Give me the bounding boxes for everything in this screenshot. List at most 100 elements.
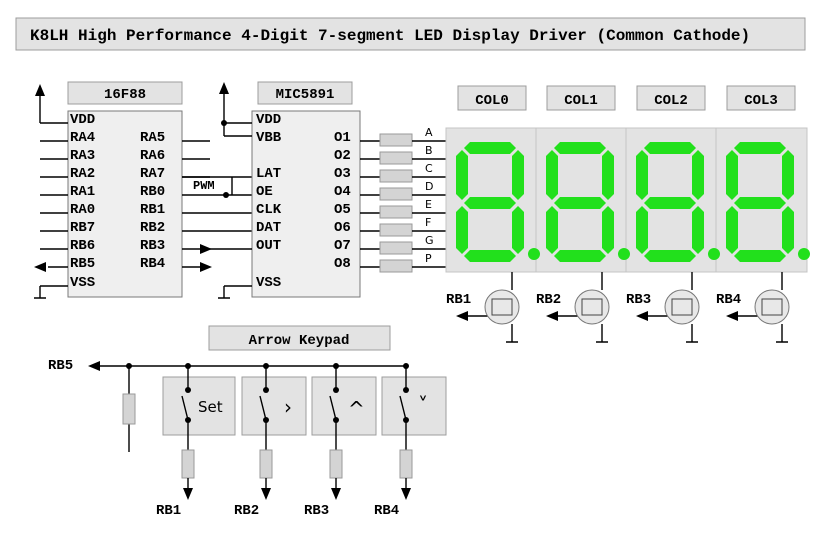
segment-e [456, 206, 468, 254]
driver-pin-o3: O3 [334, 166, 351, 182]
col-label-3: COL3 [744, 93, 778, 109]
col-label-1: COL1 [564, 93, 598, 109]
pullup-resistor [122, 393, 136, 425]
driver-pin-o5: O5 [334, 202, 351, 218]
pic-pin-ra4: RA4 [70, 130, 95, 146]
driver-mic5891: MIC5891 VDD VBB LAT OE CLK DAT OUT VSS O… [251, 81, 361, 298]
segment-label-b: B [425, 144, 433, 157]
pic-pin-rb0: RB0 [140, 184, 165, 200]
segment-dp [798, 248, 810, 260]
pic-pin-vss: VSS [70, 275, 95, 291]
transistor-label-1: RB2 [536, 292, 561, 308]
key-down-label: ˅ [418, 393, 428, 417]
pic-pin-rb4: RB4 [140, 256, 165, 272]
transistor-gate-arrow-icon [726, 311, 738, 321]
key-down[interactable] [381, 376, 447, 436]
pic-pin-rb7: RB7 [70, 220, 95, 236]
rb5-left-arrow-icon [34, 262, 46, 272]
rb4-right-arrow-icon [200, 262, 212, 272]
pic-pin-ra1: RA1 [70, 184, 95, 200]
segment-c [512, 206, 524, 254]
driver-pin-vbb: VBB [256, 130, 282, 146]
segment-label-d: D [425, 180, 433, 193]
segment-d [554, 250, 606, 262]
transistor-label-3: RB4 [716, 292, 741, 308]
segment-dp [708, 248, 720, 260]
keypad-input-label: RB5 [48, 358, 73, 374]
segment-e [726, 206, 738, 254]
segment-b [512, 150, 524, 200]
driver-pin-out: OUT [256, 238, 281, 254]
key-right-label: › [284, 395, 292, 419]
transistor-gate-arrow-icon [456, 311, 468, 321]
segment-d [734, 250, 786, 262]
driver-pin-clk: CLK [256, 202, 282, 218]
segment-d [464, 250, 516, 262]
digit-0 [456, 142, 540, 262]
title-banner: K8LH High Performance 4-Digit 7-segment … [15, 17, 806, 51]
segment-dp [618, 248, 630, 260]
segment-dp [528, 248, 540, 260]
key-set-label: Set [198, 398, 223, 416]
segment-b [782, 150, 794, 200]
segment-e [636, 206, 648, 254]
key-right[interactable] [241, 376, 307, 436]
segment-label-e: E [425, 198, 432, 211]
transistor-col2: RB3 [626, 272, 700, 343]
pic-pin-rb3: RB3 [140, 238, 165, 254]
driver-pin-o7: O7 [334, 238, 351, 254]
keypad-output-rb2: RB2 [234, 503, 259, 519]
col-label-0: COL0 [475, 93, 509, 109]
transistor-col0: RB1 [446, 272, 520, 343]
digit-3 [726, 142, 810, 262]
transistor-label-2: RB3 [626, 292, 651, 308]
pic-pin-ra2: RA2 [70, 166, 95, 182]
driver-pin-vdd: VDD [256, 112, 281, 128]
pic-pin-ra0: RA0 [70, 202, 95, 218]
col-label-2: COL2 [654, 93, 688, 109]
segment-g [734, 197, 786, 209]
segment-f [456, 150, 468, 200]
segment-f [546, 150, 558, 200]
segment-label-f: F [425, 216, 431, 229]
segment-label-c: C [425, 162, 433, 175]
pic-pin-rb1: RB1 [140, 202, 165, 218]
digit-1 [546, 142, 630, 262]
segment-g [554, 197, 606, 209]
key-set[interactable] [162, 376, 236, 436]
driver-pin-o1: O1 [334, 130, 351, 146]
segment-g [644, 197, 696, 209]
keypad-title: Arrow Keypad [249, 333, 350, 349]
vdd-arrow-icon [35, 84, 45, 96]
driver-pin-oe: OE [256, 184, 273, 200]
driver-pin-lat: LAT [256, 166, 281, 182]
pwm-label: PWM [193, 179, 215, 193]
arrow-keypad: Arrow Keypad RB5 Set › ^ ˅ [48, 325, 447, 519]
keypad-output-rb1: RB1 [156, 503, 181, 519]
keypad-output-rb3: RB3 [304, 503, 329, 519]
transistor-gate-arrow-icon [636, 311, 648, 321]
transistor-label-0: RB1 [446, 292, 471, 308]
driver-pin-o2: O2 [334, 148, 351, 164]
rb4-down-arrow-icon [401, 488, 411, 500]
driver-pin-o8: O8 [334, 256, 351, 272]
segment-c [692, 206, 704, 254]
segment-d [644, 250, 696, 262]
segment-a [554, 142, 606, 154]
driver-pin-dat: DAT [256, 220, 281, 236]
driver-name: MIC5891 [276, 87, 335, 103]
segment-f [726, 150, 738, 200]
rb3-right-arrow-icon [200, 244, 212, 254]
page-title: K8LH High Performance 4-Digit 7-segment … [30, 27, 750, 45]
pic-pin-ra7: RA7 [140, 166, 165, 182]
rb3-down-arrow-icon [331, 488, 341, 500]
pic-pin-rb2: RB2 [140, 220, 165, 236]
rb1-down-arrow-icon [183, 488, 193, 500]
key-up[interactable] [311, 376, 377, 436]
pic-pin-rb5: RB5 [70, 256, 95, 272]
pic-pin-rb6: RB6 [70, 238, 95, 254]
pic-pin-vdd: VDD [70, 112, 95, 128]
driver-pin-o4: O4 [334, 184, 351, 200]
segment-b [602, 150, 614, 200]
segment-a [464, 142, 516, 154]
